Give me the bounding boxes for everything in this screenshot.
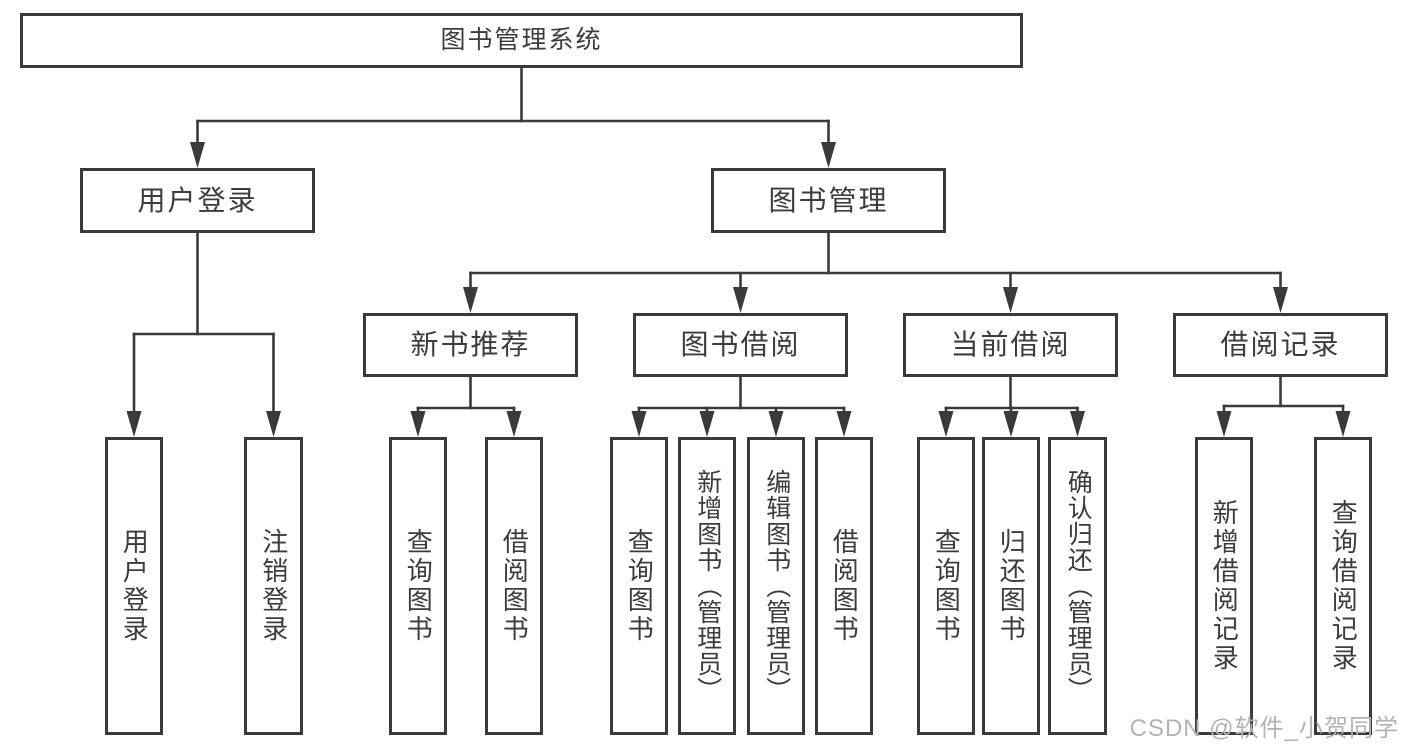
- arrowhead-icon: [190, 142, 205, 168]
- node-label-add-books-admin: 新增图书（管理员）: [693, 469, 722, 703]
- node-borrow-books-recommend: 借阅图书: [485, 437, 543, 735]
- node-current-borrowing: 当前借阅: [903, 313, 1118, 377]
- arrowhead-icon: [768, 411, 784, 437]
- arrowhead-icon: [266, 411, 281, 437]
- node-label-add-borrow-record: 新增借阅记录: [1209, 499, 1240, 673]
- csdn-watermark: CSDN @软件_小贺同学: [1129, 715, 1399, 742]
- node-label-borrow-books-borrowing: 借阅图书: [829, 528, 860, 644]
- node-add-borrow-record: 新增借阅记录: [1195, 437, 1253, 735]
- edge-group-book-borrowing: [631, 375, 852, 437]
- arrowhead-icon: [463, 287, 478, 313]
- node-borrow-records: 借阅记录: [1173, 313, 1388, 377]
- arrowhead-icon: [938, 411, 954, 437]
- edge-group-system-root: [190, 66, 836, 168]
- arrowhead-icon: [733, 287, 748, 313]
- arrowhead-icon: [1003, 287, 1018, 313]
- node-label-book-management: 图书管理: [768, 184, 889, 216]
- node-label-logout-leaf: 注销登录: [258, 528, 289, 644]
- node-book-borrowing: 图书借阅: [633, 313, 848, 377]
- node-label-current-borrowing: 当前借阅: [950, 329, 1071, 360]
- edge-group-current-borrowing: [938, 375, 1085, 437]
- node-user-login: 用户登录: [80, 168, 315, 233]
- arrowhead-icon: [1273, 287, 1288, 313]
- arrowhead-icon: [410, 411, 426, 437]
- node-query-books-borrowing: 查询图书: [610, 437, 668, 735]
- arrowhead-icon: [1216, 411, 1232, 437]
- node-user-login-leaf: 用户登录: [105, 437, 163, 735]
- arrowhead-icon: [699, 411, 715, 437]
- edge-group-book-management: [463, 231, 1288, 313]
- node-label-query-books-recommend: 查询图书: [403, 528, 434, 644]
- node-label-confirm-return-admin: 确认归还（管理员）: [1064, 469, 1093, 703]
- node-return-books: 归还图书: [982, 437, 1040, 735]
- arrowhead-icon: [631, 411, 647, 437]
- arrowhead-icon: [1335, 411, 1351, 437]
- node-label-borrow-books-recommend: 借阅图书: [499, 528, 530, 644]
- arrowhead-icon: [126, 411, 142, 437]
- node-label-new-book-recommend: 新书推荐: [410, 329, 531, 360]
- node-label-query-books-borrowing: 查询图书: [624, 528, 655, 644]
- edge-group-user-login: [126, 231, 281, 437]
- node-label-query-borrow-record: 查询借阅记录: [1328, 499, 1359, 673]
- node-label-query-books-current: 查询图书: [931, 528, 962, 644]
- node-confirm-return-admin: 确认归还（管理员）: [1048, 437, 1107, 735]
- node-logout-leaf: 注销登录: [244, 437, 303, 735]
- arrowhead-icon: [1070, 411, 1085, 437]
- arrowhead-icon: [506, 411, 522, 437]
- node-label-user-login-leaf: 用户登录: [119, 528, 150, 644]
- node-label-system-root: 图书管理系统: [440, 26, 603, 54]
- node-label-user-login: 用户登录: [137, 184, 258, 216]
- node-label-borrow-records: 借阅记录: [1220, 329, 1341, 360]
- node-label-return-books: 归还图书: [996, 528, 1027, 644]
- node-query-borrow-record: 查询借阅记录: [1314, 437, 1372, 735]
- node-borrow-books-borrowing: 借阅图书: [815, 437, 873, 735]
- node-query-books-recommend: 查询图书: [389, 437, 447, 735]
- node-book-management: 图书管理: [711, 168, 946, 233]
- arrowhead-icon: [821, 142, 836, 168]
- node-edit-books-admin: 编辑图书（管理员）: [747, 437, 805, 735]
- node-add-books-admin: 新增图书（管理员）: [678, 437, 736, 735]
- edge-group-borrow-records: [1216, 375, 1351, 437]
- node-label-edit-books-admin: 编辑图书（管理员）: [762, 469, 791, 703]
- arrowhead-icon: [1003, 411, 1019, 437]
- node-label-book-borrowing: 图书借阅: [680, 329, 801, 360]
- node-query-books-current: 查询图书: [917, 437, 975, 735]
- node-new-book-recommend: 新书推荐: [363, 313, 578, 377]
- arrowhead-icon: [836, 411, 852, 437]
- node-system-root: 图书管理系统: [20, 13, 1023, 68]
- edge-group-new-book-recommend: [410, 375, 522, 437]
